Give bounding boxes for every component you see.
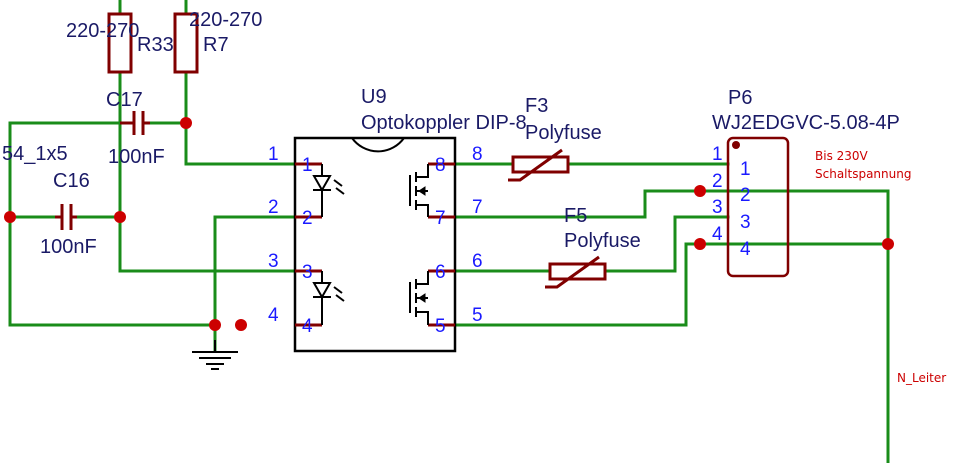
c16-value-label: 100nF: [40, 236, 97, 258]
wire-neutral: [698, 189, 890, 463]
capacitor-c16: [55, 204, 77, 230]
connector-p6: [726, 136, 790, 278]
p6-pin-number: 4: [712, 224, 723, 245]
p6-pin1-marker: [732, 141, 740, 149]
wire-r7-pin1: [184, 70, 297, 166]
u9-value-label: Optokoppler DIP-8: [361, 112, 527, 134]
capacitor-c17: [120, 111, 150, 135]
polyfuse-f3-body: [511, 155, 570, 174]
mosfet-1-symbol: [409, 164, 429, 217]
wire-pin5-p6-4: [453, 242, 730, 327]
polyfuse-f5: [545, 255, 607, 289]
junctions: [4, 117, 894, 331]
u9-pin-number: 5: [472, 305, 483, 326]
u9-body: [293, 136, 457, 353]
resistor-r7-body: [173, 12, 199, 74]
u9-pin-number: 8: [472, 144, 483, 165]
u9-pin-number-inner: 2: [302, 208, 313, 229]
c17-ref-label: C17: [106, 89, 143, 111]
optocoupler-u9: [293, 136, 457, 353]
u9-pin-number-inner: 8: [435, 155, 446, 176]
u9-ref-label: U9: [361, 86, 387, 108]
junction-dot: [882, 238, 894, 250]
resistor-r33: [107, 12, 133, 74]
f3-ref-label: F3: [525, 95, 548, 117]
junction-dot: [694, 238, 706, 250]
p6-pin-number-inner: 4: [740, 239, 751, 260]
u9-pin-number-inner: 5: [435, 316, 446, 337]
wires: [8, 0, 890, 463]
led-1-symbol: [312, 164, 345, 217]
polyfuse-f5-body: [548, 262, 607, 281]
r7-value-label: 220-270: [189, 9, 262, 31]
p6-body: [726, 136, 790, 278]
f3-value-label: Polyfuse: [525, 122, 602, 144]
p6-value-label: WJ2EDGVC-5.08-4P: [712, 112, 900, 134]
u9-notch: [351, 137, 405, 153]
r33-ref-label: R33: [137, 34, 174, 56]
u9-pin-number-inner: 1: [302, 155, 313, 176]
r33-value-label: 220-270: [66, 20, 139, 42]
net-label-left: 54_1x5: [2, 143, 68, 165]
u9-pin-number: 2: [268, 197, 279, 218]
u9-pin-number-inner: 3: [302, 262, 313, 283]
polyfuse-f5-slash: [545, 255, 600, 289]
u9-pin-number: 3: [268, 251, 279, 272]
u9-pin-number: 1: [268, 144, 279, 165]
p6-pin-number: 2: [712, 171, 723, 192]
junction-dot: [114, 211, 126, 223]
wire-f5-p6-3: [603, 215, 730, 273]
ground-symbol: [192, 340, 238, 370]
u9-pin-number-inner: 4: [302, 316, 313, 337]
wire-r33-pin3: [118, 70, 297, 273]
wire-pin7-p6-2: [453, 189, 730, 219]
f5-ref-label: F5: [564, 205, 587, 227]
resistor-r7: [173, 12, 199, 74]
junction-dot: [235, 319, 247, 331]
note-switching: Schaltspannung: [815, 167, 911, 181]
p6-pin-number: 3: [712, 197, 723, 218]
f5-value-label: Polyfuse: [564, 230, 641, 252]
p6-pin-number-inner: 2: [740, 185, 751, 206]
polyfuse-f3-slash: [508, 148, 563, 182]
p6-pin-number: 1: [712, 144, 723, 165]
u9-pin-number: 7: [472, 197, 483, 218]
led-2-symbol: [312, 271, 345, 325]
pin-numbers: 1 2 3 4 1 2 3 4 8 7 6 5 8 7 6 5 1 2 3 4 …: [268, 144, 751, 337]
junction-dot: [694, 185, 706, 197]
u9-pin-number-inner: 6: [435, 262, 446, 283]
resistor-r33-body: [107, 12, 133, 74]
u9-pin-number-inner: 7: [435, 208, 446, 229]
r7-ref-label: R7: [203, 34, 229, 56]
c16-ref-label: C16: [53, 170, 90, 192]
wire-left-net: [8, 121, 122, 327]
note-voltage: Bis 230V: [815, 149, 869, 163]
u9-pin-number: 6: [472, 251, 483, 272]
junction-dot: [180, 117, 192, 129]
junction-dot: [209, 319, 221, 331]
p6-pin-number-inner: 3: [740, 212, 751, 233]
p6-pin-number-inner: 1: [740, 159, 751, 180]
junction-dot: [4, 211, 16, 223]
wire-pin2-gnd: [213, 215, 297, 352]
polyfuse-f3: [508, 148, 570, 182]
mosfet-2-symbol: [409, 271, 429, 325]
p6-ref-label: P6: [728, 87, 752, 109]
labels: 220-270 R33 220-270 R7 C17 100nF C16 100…: [2, 9, 946, 385]
u9-pin-number: 4: [268, 305, 279, 326]
c17-value-label: 100nF: [108, 146, 165, 168]
net-label-neutral: N_Leiter: [897, 371, 946, 385]
